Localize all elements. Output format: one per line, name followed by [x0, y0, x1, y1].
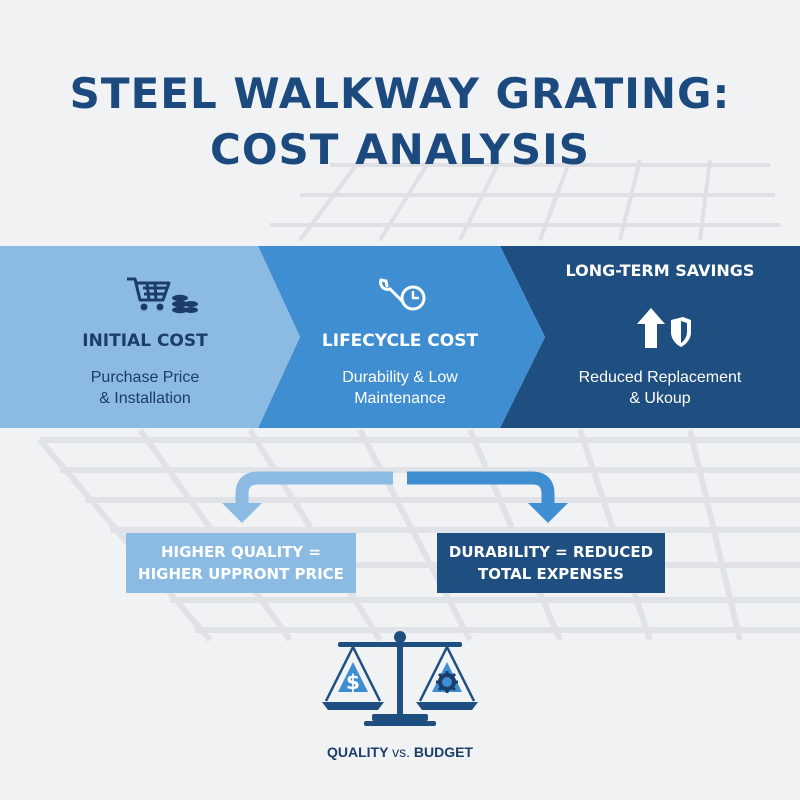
caption-right: BUDGET	[413, 744, 473, 760]
title-line-1: STEEL WALKWAY GRATING:	[69, 69, 731, 118]
dollar-icon: $	[338, 662, 368, 694]
stage-description-line-1: Durability & Low	[342, 369, 458, 386]
svg-text:$: $	[346, 670, 360, 694]
stage-initial-cost-shape	[0, 246, 300, 428]
stage-description-line-2: Maintenance	[354, 390, 446, 407]
arrow-up-shield-icon	[637, 308, 691, 348]
caption-left: QUALITY	[327, 744, 389, 760]
scale-caption: QUALITY vs. BUDGET	[0, 744, 800, 760]
left-arrow	[222, 471, 393, 523]
stage-heading: LIFECYCLE COST	[321, 331, 479, 351]
stage-lifecycle-cost: LIFECYCLE COST Durability & Low Maintena…	[280, 246, 520, 428]
gear-icon	[432, 662, 462, 693]
durability-expenses-box: DURABILITY = REDUCED TOTAL EXPENSES	[437, 533, 665, 593]
stage-lifecycle-cost-shape	[258, 246, 545, 428]
stage-description-line-2: & Installation	[99, 390, 191, 407]
quality-price-box: HIGHER QUALITY = HIGHER UPPRONT PRICE	[126, 533, 356, 593]
box-line-2: HIGHER UPPRONT PRICE	[138, 565, 344, 583]
shopping-cart-coins-icon	[127, 277, 198, 314]
stage-long-term-savings: LONG-TERM SAVINGS Reduced Replacement & …	[520, 246, 800, 428]
wrench-clock-icon	[379, 278, 426, 311]
box-line-1: HIGHER QUALITY =	[160, 543, 322, 561]
stage-initial-cost: INITIAL COST Purchase Price & Installati…	[0, 246, 290, 428]
stage-heading: INITIAL COST	[82, 331, 208, 351]
box-line-2: TOTAL EXPENSES	[478, 565, 624, 583]
balance-scale-icon: $	[322, 631, 478, 726]
band-shapes	[0, 246, 800, 428]
cost-process-band: INITIAL COST Purchase Price & Installati…	[0, 246, 800, 428]
stage-description-line-2: & Ukoup	[629, 390, 691, 407]
stage-description-line-1: Reduced Replacement	[578, 369, 742, 386]
stage-heading: LONG-TERM SAVINGS	[565, 261, 755, 280]
title-line-2: COST ANALYSIS	[210, 125, 590, 174]
caption-vs: vs.	[392, 744, 410, 760]
stage-description-line-1: Purchase Price	[90, 369, 200, 386]
page-title: STEEL WALKWAY GRATING: COST ANALYSIS	[0, 66, 800, 178]
box-line-1: DURABILITY = REDUCED	[448, 543, 654, 561]
right-arrow	[407, 471, 568, 523]
